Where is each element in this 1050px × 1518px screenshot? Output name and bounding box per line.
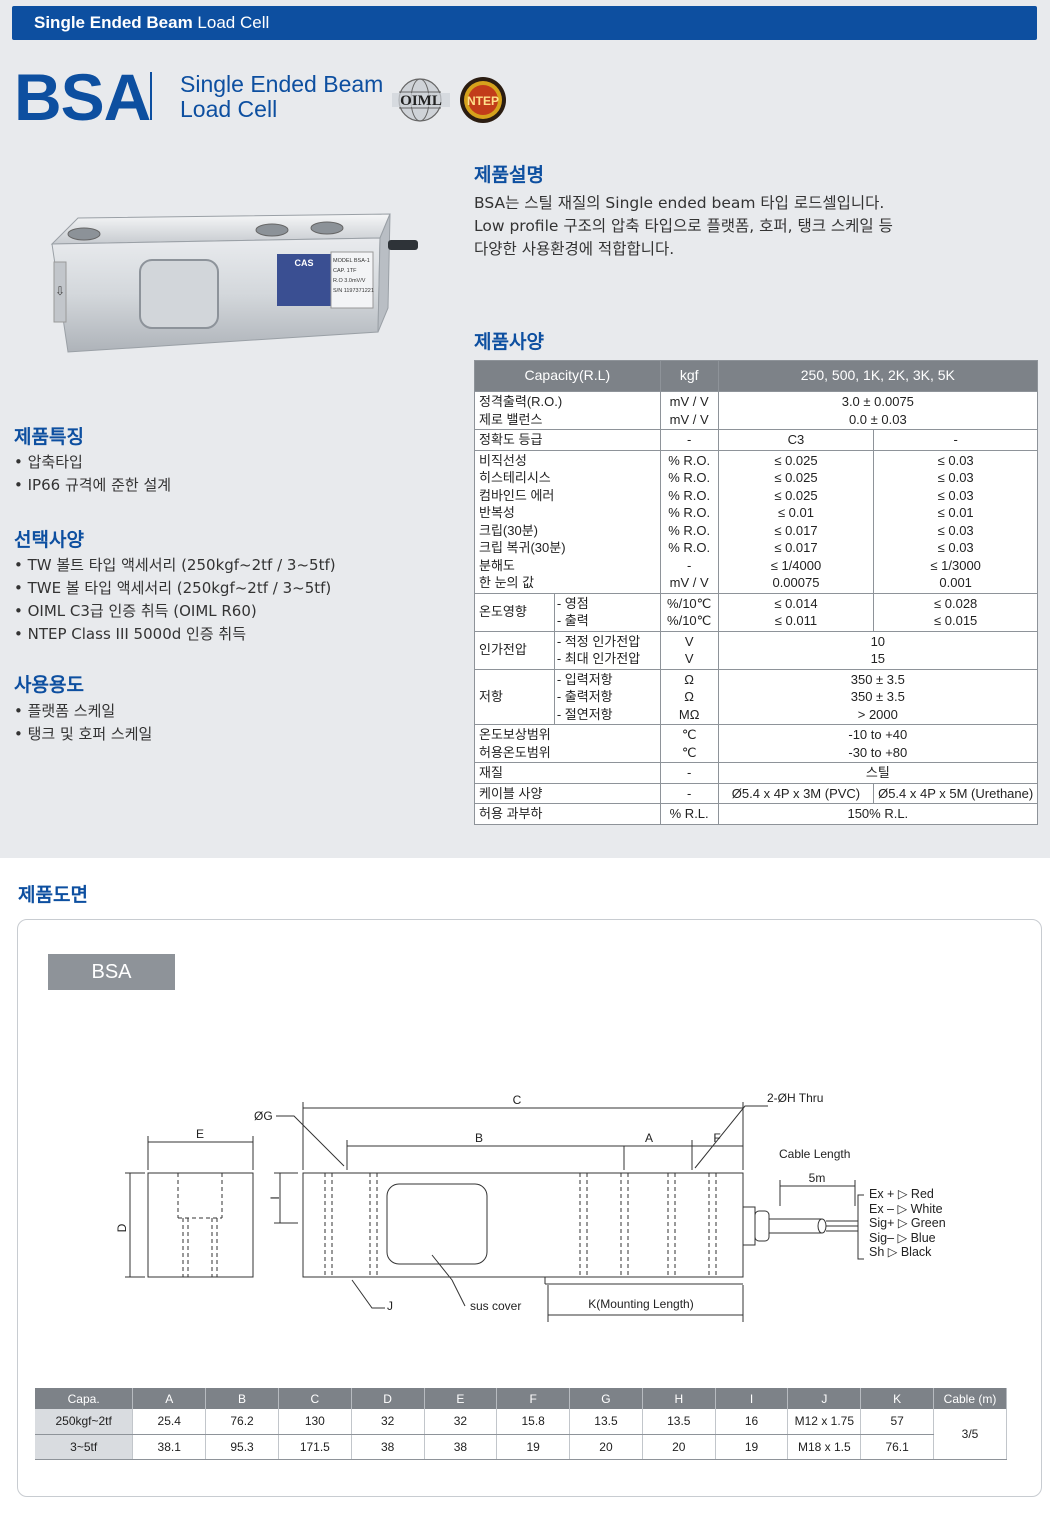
model-name: BSA — [14, 60, 151, 134]
spec-row-overload: 허용 과부하 % R.L. 150% R.L. — [474, 803, 1039, 825]
usage-title: 사용용도 — [14, 674, 84, 696]
wire-color-legend: Ex + ▷ Red Ex – ▷ White Sig+ ▷ Green Sig… — [869, 1187, 946, 1260]
spec-head-values: 250, 500, 1K, 2K, 3K, 5K — [717, 360, 1039, 392]
svg-text:OIML: OIML — [400, 93, 442, 109]
spec-title: 제품사양 — [474, 331, 544, 353]
svg-text:I: I — [268, 1196, 282, 1199]
spec-table: Capacity(R.L) kgf 250, 500, 1K, 2K, 3K, … — [474, 360, 1039, 825]
svg-text:E: E — [196, 1127, 204, 1141]
description-title: 제품설명 — [474, 164, 544, 186]
spec-row-temperature-effect: 온도영향 - 영점- 출력 %/10℃%/10℃ ≤ 0.014≤ 0.011 … — [474, 592, 1038, 632]
svg-text:Cable Length: Cable Length — [779, 1147, 850, 1161]
options-title: 선택사양 — [14, 529, 84, 551]
oiml-logo-icon: OIML — [392, 78, 450, 122]
spec-row-material: 재질 - 스틸 — [474, 762, 1039, 784]
svg-text:sus cover: sus cover — [470, 1299, 521, 1313]
svg-text:5m: 5m — [809, 1171, 826, 1185]
svg-text:B: B — [475, 1131, 483, 1145]
svg-text:S/N 1197371221: S/N 1197371221 — [333, 288, 374, 294]
dimension-drawing: E D ØG C B A F 2-ØH Thru I J sus cover K… — [115, 1091, 864, 1322]
model-divider — [150, 72, 152, 120]
side-view — [302, 1172, 744, 1278]
svg-text:MODEL BSA-1: MODEL BSA-1 — [333, 258, 370, 264]
end-view — [147, 1172, 254, 1278]
ntep-logo-icon: NTEP — [460, 77, 506, 123]
drawing-title: 제품도면 — [18, 884, 88, 906]
svg-text:ØG: ØG — [254, 1109, 273, 1123]
svg-text:K(Mounting Length): K(Mounting Length) — [588, 1297, 693, 1311]
spec-head-capacity: Capacity(R.L) — [474, 360, 661, 392]
svg-text:F: F — [713, 1131, 720, 1145]
svg-text:CAP. 1TF: CAP. 1TF — [333, 268, 357, 274]
model-subtitle: Single Ended Beam Load Cell — [180, 71, 384, 122]
spec-row-accuracy: 정확도 등급 - C3 - — [474, 429, 1038, 451]
load-cell-photo: ⇩ CAS MODEL BSA-1 CAP. 1TF R.O 3.0mV/V S… — [50, 213, 418, 353]
svg-text:A: A — [645, 1131, 653, 1145]
options-list: • TW 볼트 타입 액세서리 (250kgf~2tf / 3~5tf) • T… — [14, 556, 336, 643]
svg-text:CAS: CAS — [294, 258, 313, 268]
svg-text:J: J — [387, 1299, 393, 1313]
svg-text:⇩: ⇩ — [55, 284, 65, 298]
spec-head-unit: kgf — [659, 360, 719, 392]
svg-text:2-ØH Thru: 2-ØH Thru — [767, 1091, 823, 1105]
usage-list: • 플랫폼 스케일 • 탱크 및 호퍼 스케일 — [14, 702, 153, 743]
features-list: • 압축타입 • IP66 규격에 준한 설계 — [14, 453, 172, 494]
drawing-model-tag: BSA — [48, 954, 175, 990]
drawing-box — [17, 919, 1042, 1497]
features-title: 제품특징 — [14, 426, 84, 448]
sus-cover-outline — [386, 1183, 488, 1265]
svg-text:D: D — [115, 1223, 129, 1232]
header-bar: Single Ended Beam Load Cell — [12, 6, 1037, 40]
spec-row-cable: 케이블 사양 - Ø5.4 x 4P x 3M (PVC) Ø5.4 x 4P … — [474, 782, 1038, 804]
svg-text:NTEP: NTEP — [467, 94, 499, 108]
svg-text:C: C — [513, 1093, 522, 1107]
svg-text:R.O 3.0mV/V: R.O 3.0mV/V — [333, 278, 366, 284]
description-text: BSA는 스틸 재질의 Single ended beam 타입 로드셀입니다.… — [474, 194, 893, 258]
